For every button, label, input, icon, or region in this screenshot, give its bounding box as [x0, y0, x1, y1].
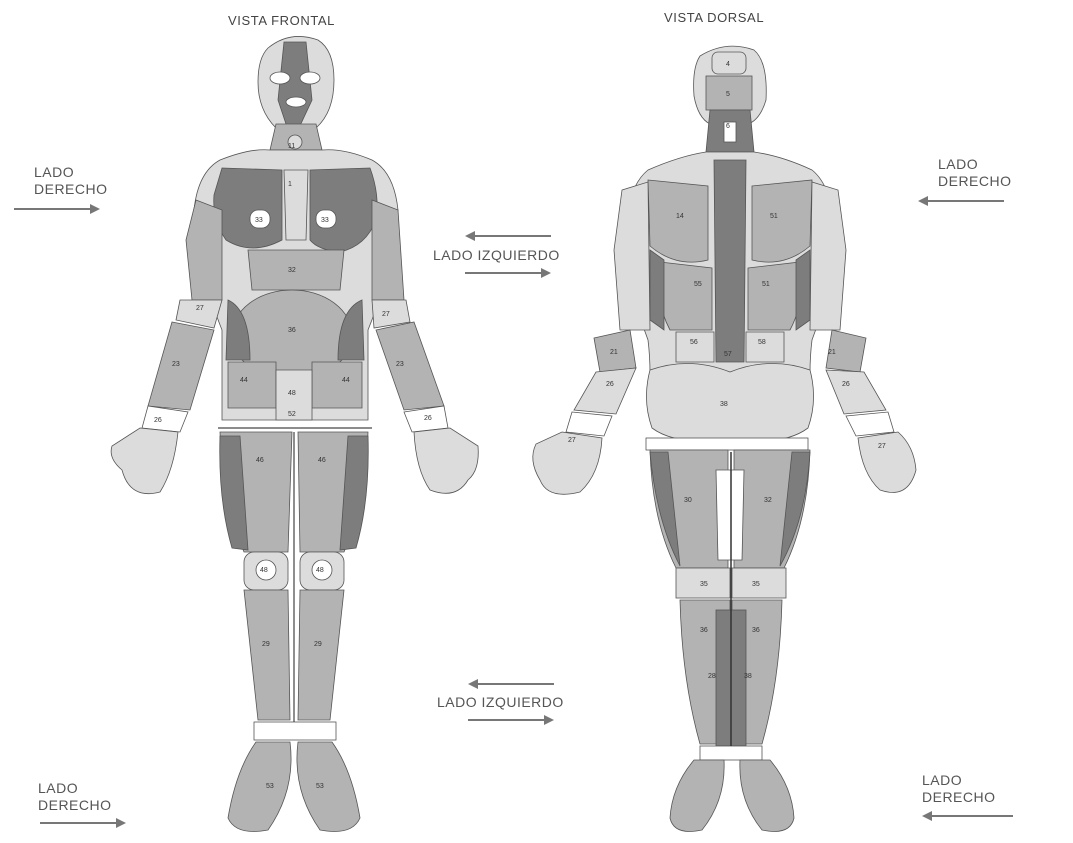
back-upper-arm-right — [614, 182, 650, 330]
svg-text:57: 57 — [724, 351, 732, 358]
back-flank-left — [796, 250, 810, 330]
svg-text:6: 6 — [726, 123, 730, 130]
back-spine — [714, 160, 746, 362]
back-flank-right — [650, 250, 664, 330]
back-wrist-right — [566, 412, 612, 436]
back-foot-right — [670, 760, 724, 832]
svg-text:27: 27 — [568, 437, 576, 444]
back-hand-left — [858, 432, 916, 493]
back-lumbar-left — [746, 332, 784, 362]
back-scapula-left — [752, 180, 812, 262]
svg-text:55: 55 — [694, 281, 702, 288]
back-thigh-inner — [716, 470, 744, 560]
svg-text:5: 5 — [726, 91, 730, 98]
back-foot-left — [740, 760, 794, 832]
svg-text:26: 26 — [842, 381, 850, 388]
back-upper-arm-left — [810, 182, 846, 330]
back-scapula-right — [648, 180, 708, 262]
back-forearm-left — [826, 370, 886, 414]
svg-text:14: 14 — [676, 213, 684, 220]
svg-text:38: 38 — [744, 673, 752, 680]
svg-text:27: 27 — [878, 443, 886, 450]
back-lat-left — [748, 262, 802, 330]
svg-text:21: 21 — [610, 349, 618, 356]
svg-text:21: 21 — [828, 349, 836, 356]
svg-text:4: 4 — [726, 61, 730, 68]
svg-text:35: 35 — [752, 581, 760, 588]
back-gluteal-fold — [646, 438, 808, 450]
svg-text:26: 26 — [606, 381, 614, 388]
svg-text:36: 36 — [752, 627, 760, 634]
svg-text:32: 32 — [764, 497, 772, 504]
svg-text:28: 28 — [708, 673, 716, 680]
back-ankle-band — [700, 746, 762, 760]
svg-text:36: 36 — [700, 627, 708, 634]
back-forearm-right — [574, 368, 636, 414]
svg-text:51: 51 — [770, 213, 778, 220]
back-wrist-left — [846, 412, 894, 436]
svg-text:38: 38 — [720, 401, 728, 408]
back-lumbar-right — [676, 332, 714, 362]
back-lat-right — [658, 262, 712, 330]
svg-text:58: 58 — [758, 339, 766, 346]
svg-text:30: 30 — [684, 497, 692, 504]
svg-text:56: 56 — [690, 339, 698, 346]
svg-text:51: 51 — [762, 281, 770, 288]
back-buttocks — [646, 363, 813, 441]
svg-text:35: 35 — [700, 581, 708, 588]
